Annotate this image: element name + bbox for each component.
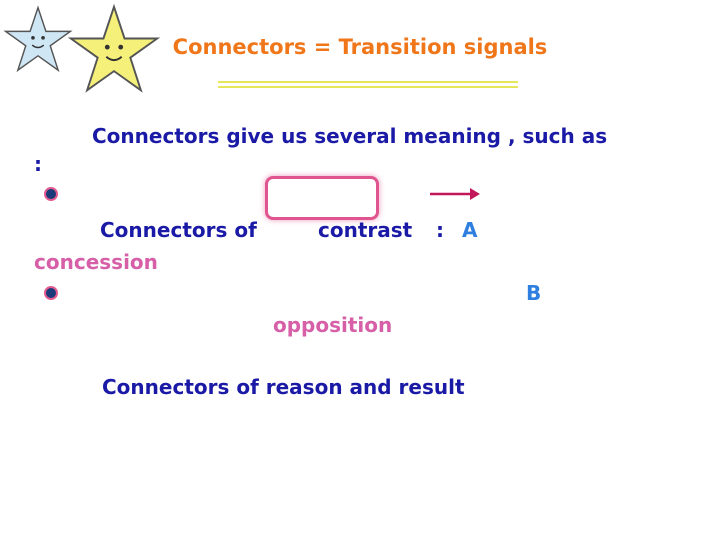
contrast-colon: : bbox=[436, 218, 444, 242]
slide-title: Connectors = Transition signals bbox=[172, 35, 548, 59]
option-a-letter: A bbox=[462, 218, 478, 242]
option-b-letter: B bbox=[526, 281, 542, 305]
arrow-right-icon bbox=[430, 188, 480, 200]
star-yellow-icon bbox=[67, 3, 161, 93]
bullet-icon bbox=[44, 286, 58, 300]
intro-text: Connectors give us several meaning , suc… bbox=[92, 124, 608, 148]
contrast-keyword: contrast bbox=[318, 218, 413, 242]
star-blue-icon bbox=[3, 5, 73, 73]
option-b-word: opposition bbox=[273, 313, 393, 337]
reason-result-text: Connectors of reason and result bbox=[102, 375, 465, 399]
bullet-icon bbox=[44, 187, 58, 201]
contrast-label: Connectors of bbox=[100, 218, 257, 242]
highlight-box bbox=[265, 176, 379, 220]
title-underline-2 bbox=[218, 86, 518, 88]
intro-colon: : bbox=[34, 152, 42, 176]
option-a-word: concession bbox=[34, 250, 158, 274]
title-underline bbox=[218, 81, 518, 83]
